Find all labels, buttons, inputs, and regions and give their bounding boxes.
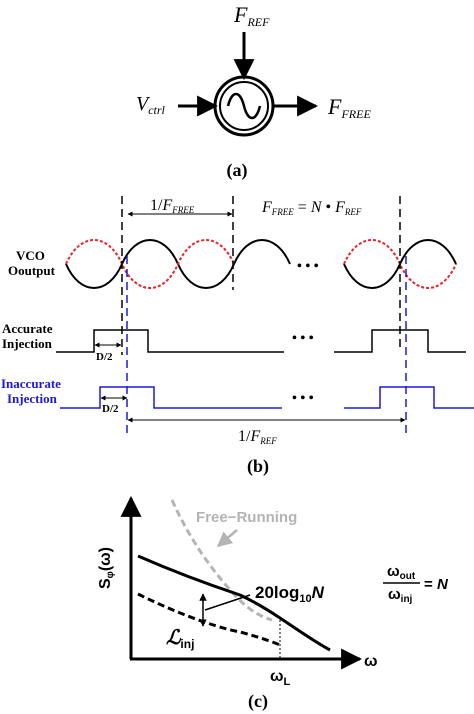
x-axis-label: ω	[364, 653, 378, 670]
free-running-label: Free−Running	[196, 509, 297, 526]
log-label: 20log10N	[255, 583, 325, 605]
period-ref-label: 1/FREF	[238, 428, 277, 446]
locked-phase-noise-curve	[137, 554, 331, 652]
v-ctrl-label: Vctrl	[136, 93, 166, 117]
free-running-curve	[170, 499, 273, 622]
caption-c: (c)	[248, 691, 268, 712]
ellipsis-vco: • • •	[297, 259, 319, 274]
caption-b: (b)	[247, 456, 269, 477]
d-half-label-2: D/2	[102, 403, 119, 415]
relation-label: FFREE = N • FREF	[261, 199, 362, 217]
inaccurate-injection-wave-right	[344, 386, 474, 409]
ellipsis-accurate: • • •	[292, 331, 314, 346]
ratio-numerator: ωout	[387, 563, 416, 582]
panel-c: Sφ(ω) ω Free−Running 20log10N ℒinj ωL ωo…	[97, 495, 449, 712]
log-pointer-line	[204, 594, 251, 611]
caption-a: (a)	[227, 160, 248, 181]
ellipsis-inaccurate: • • •	[292, 391, 314, 406]
l-inj-curve	[137, 592, 281, 647]
vco-wave-dashed-left	[65, 239, 235, 289]
l-inj-label: ℒinj	[166, 627, 194, 651]
accurate-injection-wave-left	[56, 329, 284, 353]
free-running-pointer-arrow	[216, 529, 238, 547]
omega-l-label: ωL	[270, 668, 291, 688]
ratio-denominator: ωinj	[388, 586, 413, 605]
f-ref-label: FREF	[233, 2, 270, 29]
panel-a: FREF Vctrl FFREE (a)	[136, 2, 371, 181]
ratio-result: = N	[424, 576, 449, 593]
inaccurate-injection-wave-left	[60, 386, 282, 409]
ratio-equation: ωout ωinj = N	[383, 563, 449, 605]
vco-sine-icon	[226, 92, 262, 120]
vco-symbol	[213, 75, 275, 137]
vco-inner-circle	[219, 81, 269, 131]
vco-outer-circle	[213, 75, 275, 137]
y-axis-label: Sφ(ω)	[97, 547, 116, 589]
period-free-label: 1/FFREE	[150, 197, 195, 215]
accurate-injection-wave-right	[334, 329, 466, 353]
f-free-label: FFREE	[327, 94, 371, 121]
d-half-label-1: D/2	[96, 351, 113, 363]
